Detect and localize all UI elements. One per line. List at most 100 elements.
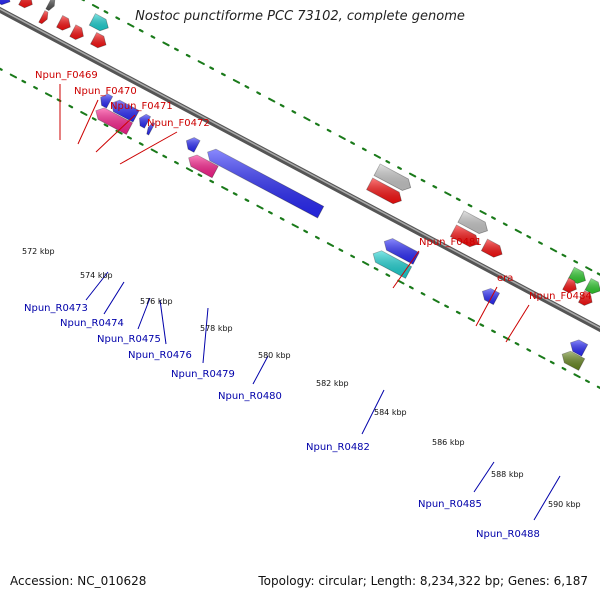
inner-tick (0, 67, 3, 71)
outer-tick (467, 203, 473, 208)
inner-tick (350, 254, 356, 259)
inner-tick (267, 210, 273, 215)
map-title: Nostoc punctiforme PCC 73102, complete g… (135, 9, 465, 24)
gene-label-forward: Npun_F0470 (74, 86, 137, 97)
leader-line-forward (475, 286, 498, 327)
inner-tick (279, 217, 285, 221)
outer-tick (91, 4, 100, 9)
gene-label-reverse: Npun_R0475 (97, 334, 161, 345)
outer-tick (338, 135, 346, 140)
inner-tick (585, 379, 590, 384)
gene-label-reverse: Npun_R0474 (60, 318, 124, 329)
outer-tick (150, 35, 156, 39)
gene-arrow-shading (0, 0, 10, 5)
inner-tick (174, 160, 179, 165)
gene-arrow-shading (188, 155, 219, 178)
leader-line-reverse (361, 389, 385, 435)
scale-label: 572 kbp (22, 247, 55, 256)
scale-label: 578 kbp (200, 324, 233, 333)
outer-tick (220, 72, 226, 77)
gene-label-reverse: Npun_R0479 (171, 369, 235, 380)
inner-tick (244, 198, 250, 202)
outer-tick (232, 78, 241, 84)
inner-tick (303, 229, 309, 234)
outer-tick (103, 10, 109, 14)
outer-tick (432, 185, 438, 189)
gene-arrow-shading (18, 0, 33, 8)
inner-tick (221, 185, 229, 191)
inner-tick (44, 92, 53, 98)
inner-tick (549, 360, 555, 365)
inner-tick (91, 117, 97, 121)
outer-tick (585, 266, 593, 272)
outer-tick (350, 141, 356, 145)
leader-line-forward (95, 114, 136, 153)
gene-arrow-shading (111, 100, 140, 122)
inner-tick (68, 104, 74, 109)
gene-arrow-shading (568, 267, 586, 284)
inner-tick (256, 204, 264, 210)
outer-tick (174, 47, 179, 52)
inner-tick (561, 366, 567, 371)
inner-tick (291, 223, 299, 229)
scale-label: 580 kbp (258, 351, 291, 360)
inner-tick (80, 111, 88, 116)
outer-tick (502, 222, 508, 227)
gene-arrow-shading (374, 164, 411, 191)
inner-tick (373, 267, 379, 271)
leader-line-reverse (159, 299, 167, 345)
outer-tick (209, 66, 215, 70)
genome-backbone (0, 6, 600, 333)
inner-tick (526, 348, 532, 352)
outer-tick (256, 91, 262, 95)
inner-tick (209, 179, 215, 184)
gene-label-reverse: Npun_R0476 (128, 350, 192, 361)
gene-arrow-shading (207, 149, 324, 218)
leader-line-forward (77, 99, 99, 145)
backbone-highlight (0, 8, 600, 329)
inner-tick (21, 79, 27, 84)
gene-arrow-shading (45, 0, 55, 11)
gene-label-forward: Npun_F0484 (529, 291, 592, 302)
inner-tick (232, 192, 238, 196)
inner-tick (514, 341, 520, 346)
gene-labels: Npun_F0469Npun_F0470Npun_F0471Npun_F0472… (24, 70, 592, 540)
leader-line-forward (119, 131, 178, 165)
outer-tick (314, 122, 320, 127)
outer-tick (326, 128, 332, 133)
outer-tick (573, 259, 579, 264)
gene-arrow-shading (90, 32, 106, 48)
gene-features (0, 0, 600, 371)
inner-tick (326, 242, 335, 248)
leader-line-forward (392, 250, 420, 289)
inner-tick (573, 373, 581, 379)
leader-line-reverse (252, 355, 269, 385)
leader-line-reverse (202, 307, 209, 364)
gene-arrow-shading (384, 238, 420, 265)
scale-label: 590 kbp (548, 500, 581, 509)
gene-label-forward: Npun_F0471 (110, 101, 173, 112)
accession-text: Accession: NC_010628 (10, 574, 147, 588)
outer-tick (491, 216, 496, 220)
inner-tick (455, 310, 461, 315)
gene-arrow-shading (366, 178, 402, 204)
outer-tick (115, 16, 121, 21)
gene-arrow-shading (570, 339, 588, 357)
leader-line-reverse (103, 281, 125, 315)
inner-tick (314, 235, 320, 240)
outer-tick (479, 210, 487, 215)
outer-tick (385, 160, 391, 164)
inner-tick (385, 273, 391, 277)
outer-tick (244, 85, 250, 89)
outer-tick (561, 253, 567, 258)
outer-tick (361, 147, 367, 152)
leader-line-reverse (473, 461, 495, 493)
inner-tick (197, 173, 203, 178)
outer-tick-track (81, 0, 600, 276)
gene-arrow-shading (578, 290, 593, 306)
gene-arrow-shading (457, 210, 488, 234)
genome-summary-text: Topology: circular; Length: 8,234,322 bp… (258, 574, 588, 588)
scale-label: 584 kbp (374, 408, 407, 417)
gene-label-reverse: Npun_R0473 (24, 303, 88, 314)
